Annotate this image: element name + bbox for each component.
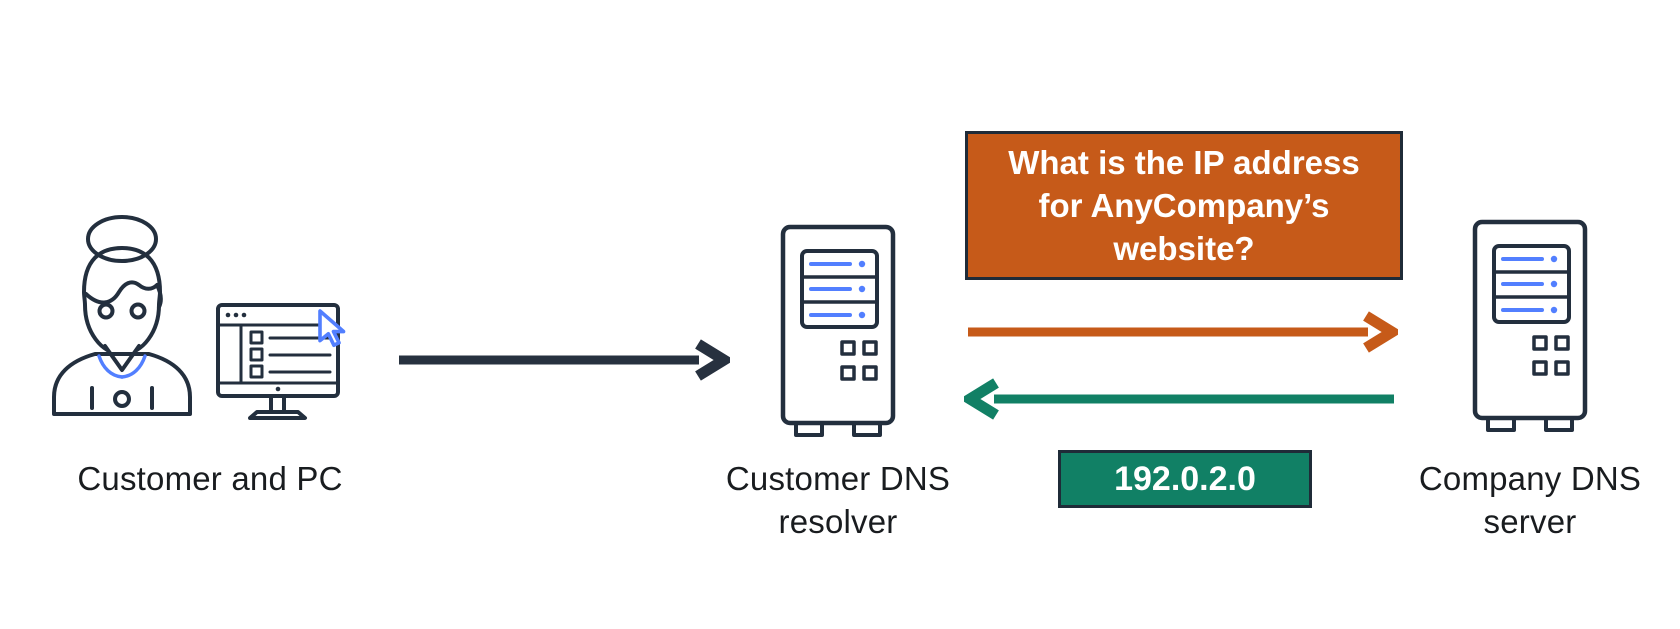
arrowhead-right (695, 339, 730, 381)
answer-callout-box: 192.0.2.0 (1058, 450, 1312, 508)
browser-monitor-icon (216, 303, 346, 420)
query-line-2: for AnyCompany’s (1038, 187, 1330, 224)
arrowhead-left (964, 378, 999, 420)
collar-accent (120, 354, 147, 379)
resolver-server-icon (780, 224, 896, 438)
company-node-label: Company DNS server (1380, 457, 1680, 543)
resolver-label-line-1: Customer DNS (725, 460, 951, 497)
server-tower-icon (1472, 219, 1588, 432)
person-icon (52, 215, 192, 416)
query-callout-box: What is the IP address for AnyCompany’s … (965, 131, 1403, 280)
resolver-node-label: Customer DNS resolver (688, 457, 988, 543)
server-tower-icon (780, 224, 896, 437)
arrow-resolver-to-company (964, 309, 1398, 355)
company-server-icon (1472, 219, 1588, 433)
resolver-label-line-2: resolver (778, 503, 898, 540)
query-line-1: What is the IP address (1008, 144, 1360, 181)
query-line-3: website? (1113, 230, 1255, 267)
answer-ip-text: 192.0.2.0 (1114, 460, 1256, 498)
company-label-line-2: server (1483, 503, 1577, 540)
collar-accent (97, 354, 124, 379)
arrow-company-to-resolver (964, 376, 1398, 422)
arrow-customer-to-resolver (396, 337, 730, 383)
cursor-icon (318, 309, 346, 348)
company-label-line-1: Company DNS (1418, 460, 1642, 497)
arrowhead-right (1363, 311, 1398, 353)
customer-and-pc-icon (50, 208, 360, 420)
customer-node-label: Customer and PC (77, 460, 343, 497)
